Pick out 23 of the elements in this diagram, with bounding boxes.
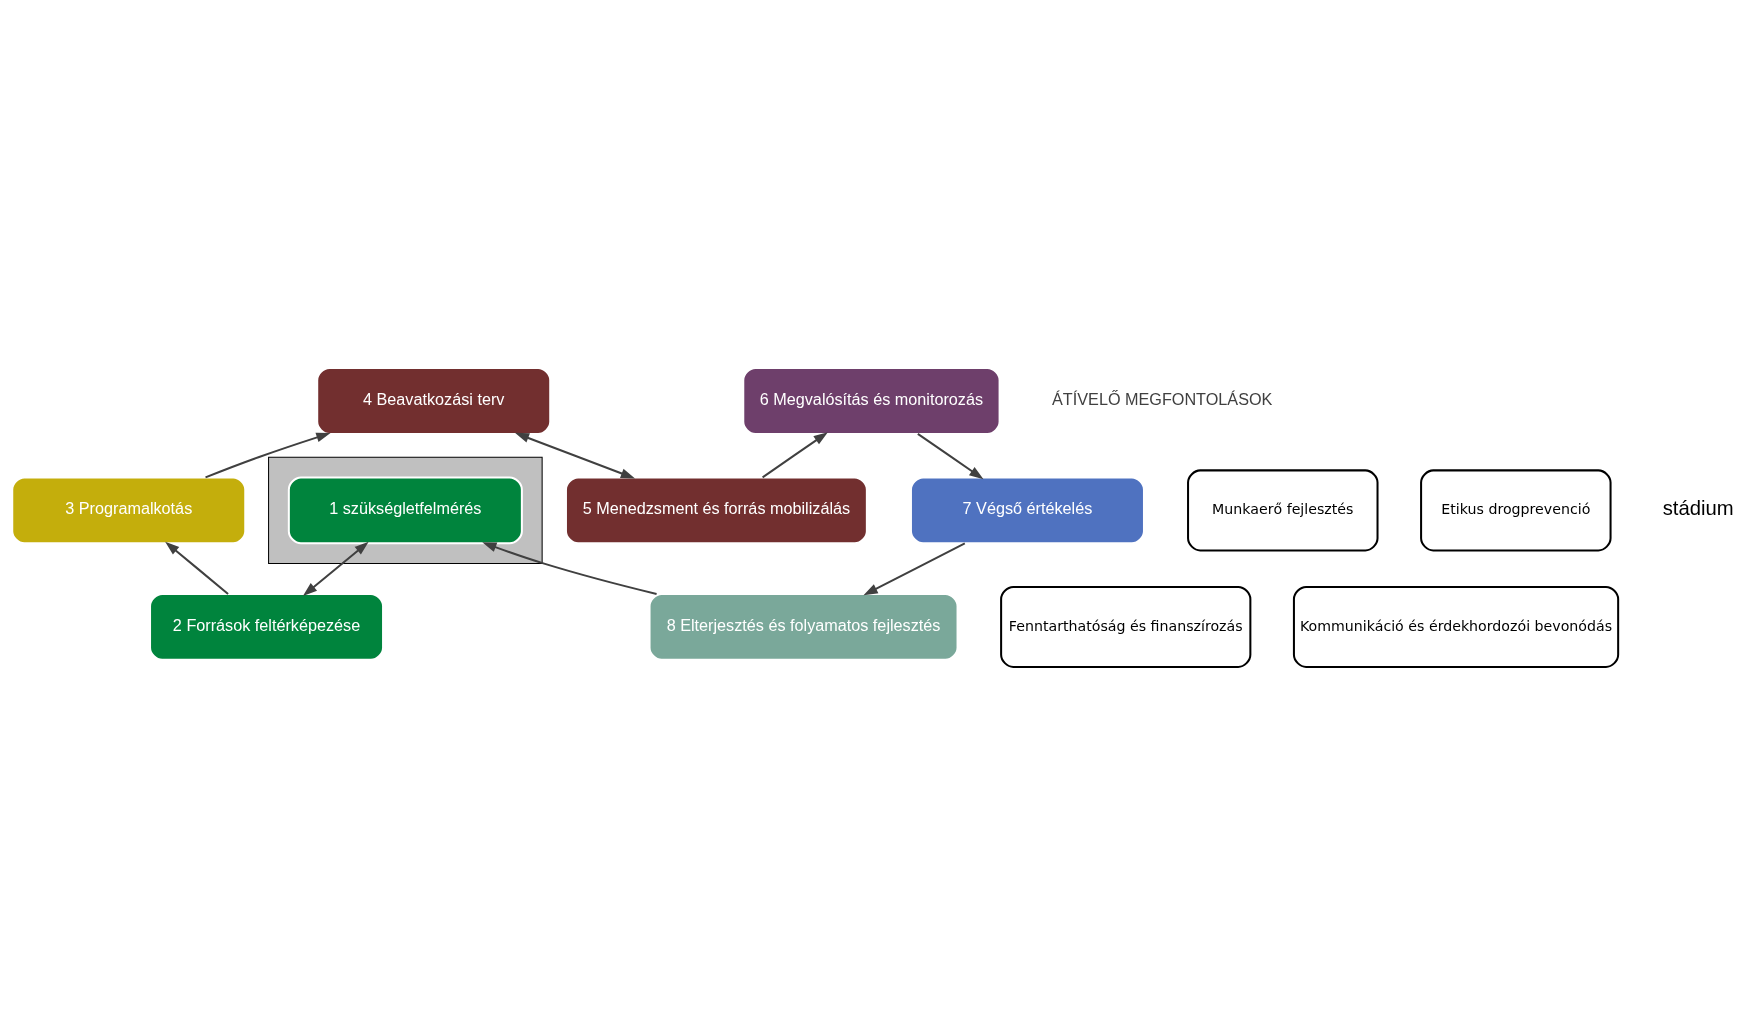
node-box: 2 Források feltérképezése	[149, 593, 385, 661]
node-box: 6 Megvalósítás és monitorozás	[742, 367, 1001, 435]
node-box: Kommunikáció és érdekhordozói bevonódás	[1292, 585, 1620, 668]
node-box: 4 Beavatkozási terv	[316, 367, 552, 435]
node-box: 1 szükségletfelmérés	[287, 476, 523, 545]
arrow	[863, 542, 966, 596]
node-box: 7 Végső értékelés	[909, 476, 1145, 545]
arrow	[482, 542, 657, 595]
label: stádium	[1662, 497, 1734, 520]
arrow	[302, 541, 369, 596]
arrow	[917, 433, 984, 480]
arrow	[205, 432, 331, 479]
node-box: Munkaerő fejlesztés	[1187, 469, 1379, 552]
node-box: Fenntarthatóság és finanszírozás	[1000, 585, 1252, 668]
arrow	[165, 541, 229, 595]
arrow	[514, 432, 636, 479]
cluster	[268, 456, 543, 565]
node-box: 8 Elterjesztés és folyamatos fejlesztés	[648, 593, 959, 661]
arrow	[762, 432, 828, 479]
node-box: 3 Programalkotás	[11, 476, 247, 545]
node-box: 5 Menedzsment és forrás mobilizálás	[564, 476, 868, 545]
label: ÁTÍVELŐ MEGFONTOLÁSOK	[1052, 389, 1273, 408]
node-box: Etikus drogprevenció	[1420, 469, 1612, 552]
